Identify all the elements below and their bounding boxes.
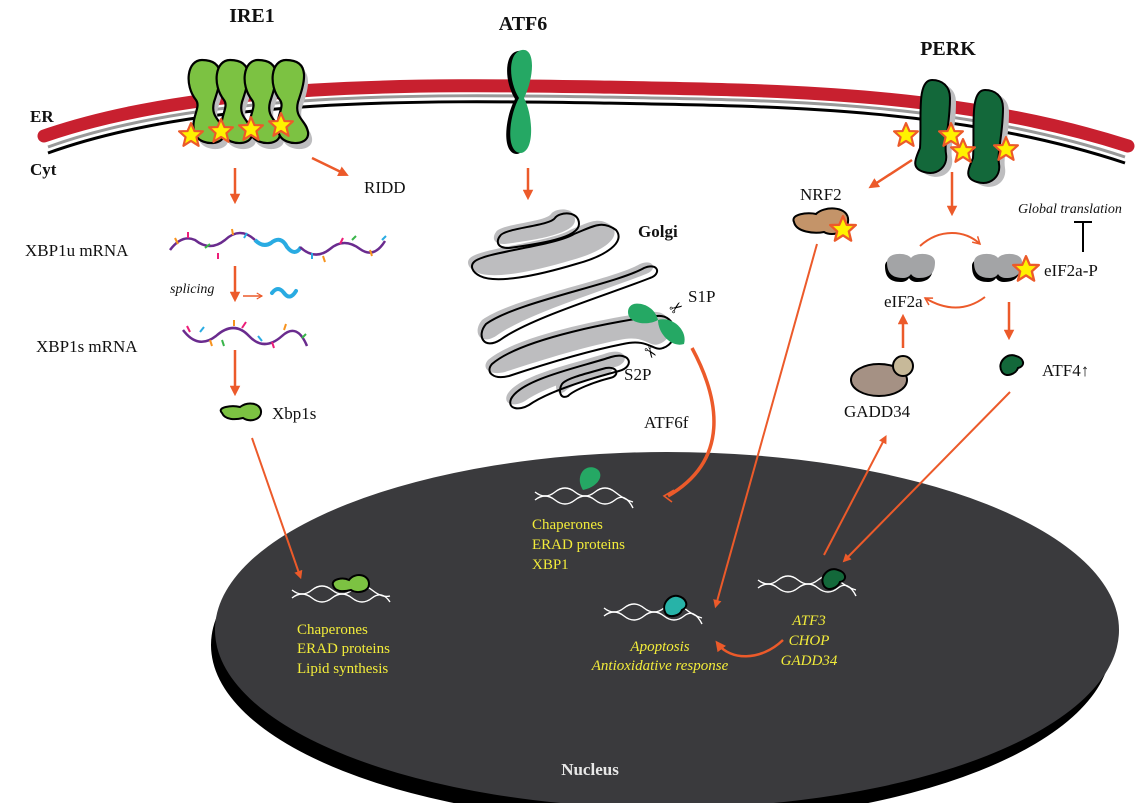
golgi-label: Golgi xyxy=(638,222,678,241)
eif2a-p-icon xyxy=(972,253,1040,282)
atf6-cleaved xyxy=(628,303,685,345)
atf4-dna xyxy=(757,568,857,597)
s1p-label: S1P xyxy=(688,287,715,306)
atf6-dna xyxy=(534,467,634,509)
gadd34-protein xyxy=(850,355,914,397)
arrowhead-atf6f xyxy=(662,489,675,503)
nrf2-targets: Apoptosis Antioxidative response xyxy=(591,639,729,674)
ire1-receptor xyxy=(178,58,313,150)
arrow-eif2a-phosphorylation xyxy=(919,232,982,247)
golgi-apparatus xyxy=(468,209,676,410)
eif2a-label: eIF2a xyxy=(884,292,923,311)
xbp1u-mrna xyxy=(169,228,387,263)
atf6-receptor xyxy=(506,49,532,154)
atf4-protein-icon xyxy=(999,354,1024,376)
nucleus-label: Nucleus xyxy=(561,760,619,779)
scissors-s1p-icon: ✂ xyxy=(667,298,688,320)
perk-receptor xyxy=(893,78,1019,187)
atf6f-label: ATF6f xyxy=(644,413,689,432)
ire1-dna xyxy=(291,574,391,603)
atf6-target: Chaperones xyxy=(532,517,603,533)
ire1-target: ERAD proteins xyxy=(297,641,390,657)
xbp1s-protein-label: Xbp1s xyxy=(272,404,316,423)
global-translation-label: Global translation xyxy=(1018,202,1122,217)
atf6-target: ERAD proteins xyxy=(532,537,625,553)
eif2a-p-label: eIF2a-P xyxy=(1044,261,1098,280)
atf6-target: XBP1 xyxy=(532,557,569,573)
atf4-target: GADD34 xyxy=(781,653,838,669)
nucleus xyxy=(211,452,1119,803)
atf4-target: CHOP xyxy=(789,633,830,649)
atf6-title: ATF6 xyxy=(499,13,548,35)
ire1-target: Chaperones xyxy=(297,622,368,638)
arrow-chop-to-apoptosis xyxy=(715,639,784,658)
atf4-label: ATF4↑ xyxy=(1042,361,1089,380)
atf4-targets: ATF3 CHOP GADD34 xyxy=(781,613,838,669)
scissors-s2p-icon: ✂ xyxy=(639,343,661,364)
atf6-targets: Chaperones ERAD proteins XBP1 xyxy=(532,517,625,573)
xbp1s-mrna xyxy=(182,320,309,349)
nrf2-dna xyxy=(603,594,703,625)
arrow-perk-to-nrf2 xyxy=(868,158,913,189)
perk-title: PERK xyxy=(920,38,976,60)
splicing-label: splicing xyxy=(170,282,214,297)
arrow-atf4-to-nucleus xyxy=(842,391,1011,563)
arrow-ire1-to-ridd xyxy=(311,156,349,176)
arrow-nucleus-to-gadd34 xyxy=(823,435,887,556)
eif2a-icon xyxy=(885,253,935,282)
atf4-target: ATF3 xyxy=(791,613,826,629)
spliced-intron xyxy=(270,287,298,299)
arrow-eif2a-dephosphorylation xyxy=(923,296,986,309)
xbp1u-label: XBP1u mRNA xyxy=(25,241,129,260)
cyt-label: Cyt xyxy=(30,160,57,179)
er-label: ER xyxy=(30,107,54,126)
arrow-xbp1s-to-nucleus xyxy=(251,437,303,580)
nrf2-target: Apoptosis xyxy=(629,639,689,655)
phospho-star-icon xyxy=(893,122,919,147)
ire1-targets: Chaperones ERAD proteins Lipid synthesis xyxy=(297,622,390,677)
arrow-atf6f-to-nucleus xyxy=(667,347,716,498)
nrf2-protein xyxy=(792,207,857,242)
gadd34-label: GADD34 xyxy=(844,402,911,421)
nrf2-target: Antioxidative response xyxy=(591,658,729,674)
ire1-target: Lipid synthesis xyxy=(297,661,388,677)
s2p-label: S2P xyxy=(624,365,651,384)
xbp1s-protein-icon xyxy=(219,402,263,422)
arrow-nrf2-to-nucleus xyxy=(713,243,818,609)
ridd-label: RIDD xyxy=(364,178,406,197)
xbp1s-mrna-label: XBP1s mRNA xyxy=(36,337,138,356)
nrf2-label: NRF2 xyxy=(800,185,842,204)
ire1-title: IRE1 xyxy=(229,5,275,27)
